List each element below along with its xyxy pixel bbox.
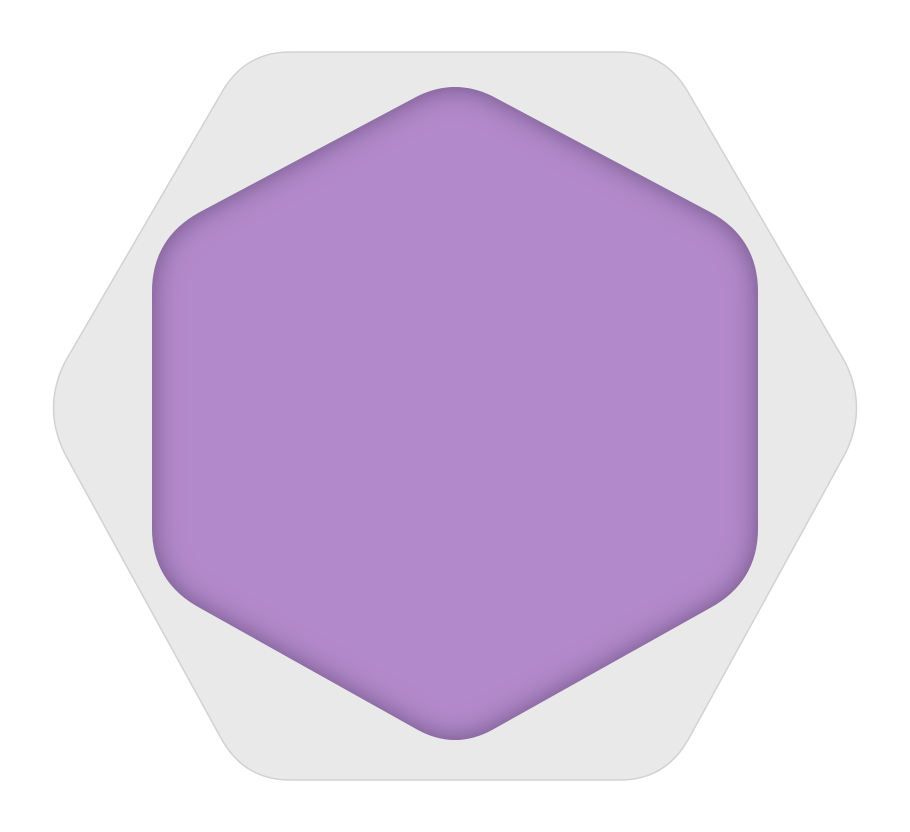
inner-hexagon (152, 87, 758, 740)
